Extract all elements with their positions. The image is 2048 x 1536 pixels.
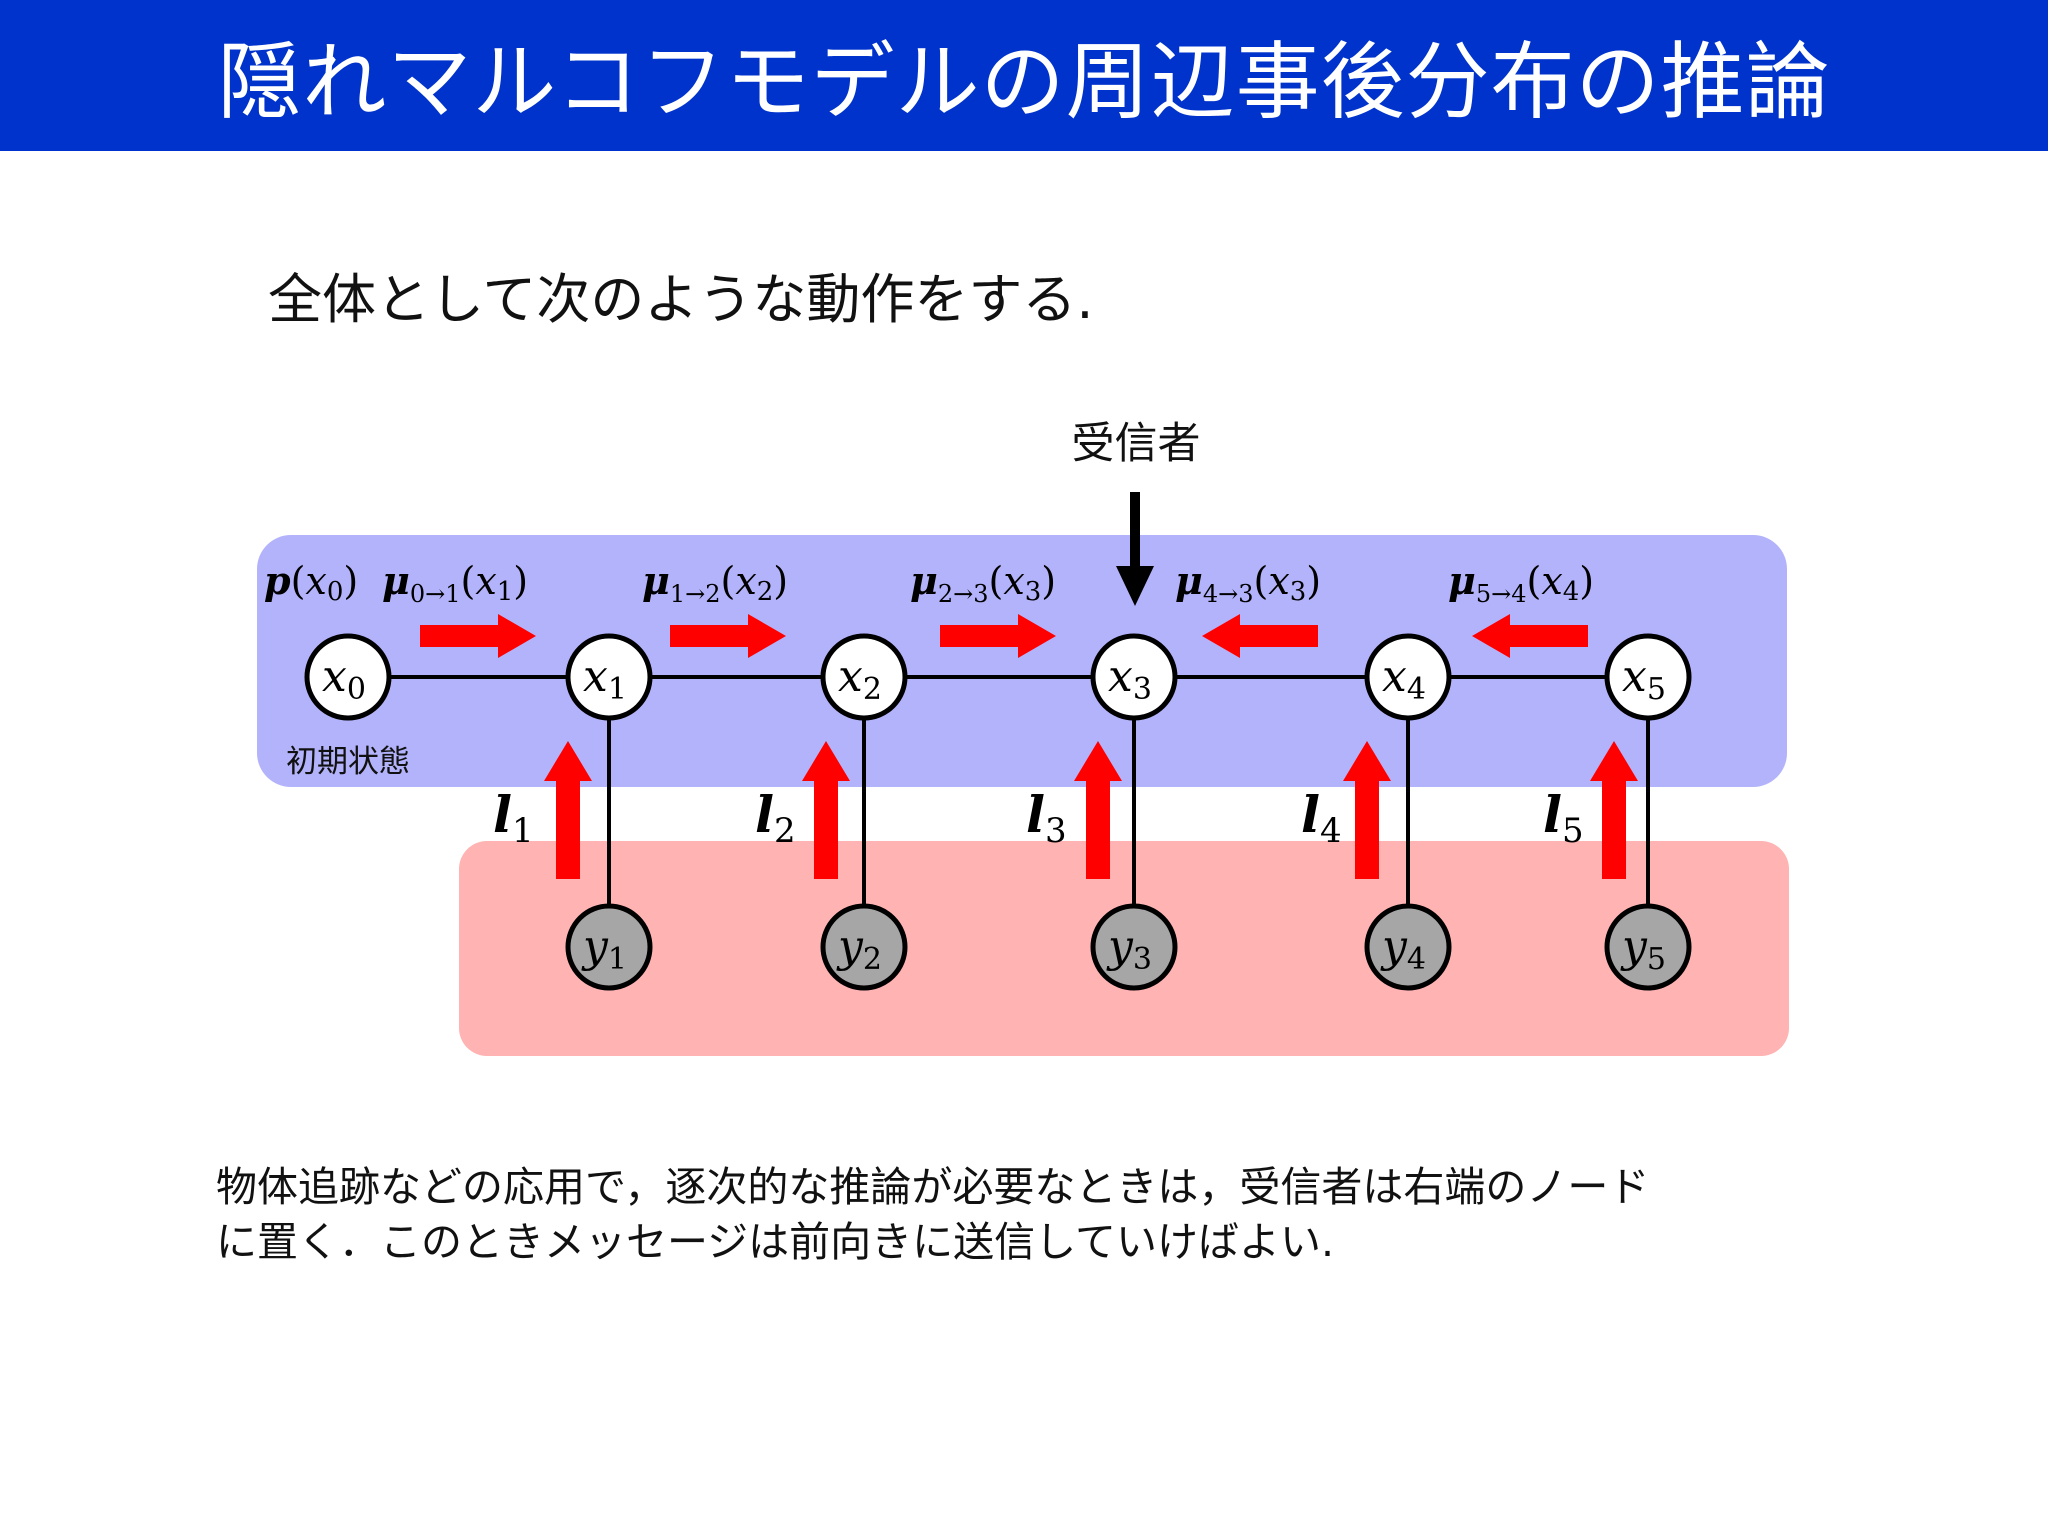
intro-text: 全体として次のような動作をする.: [268, 268, 1094, 331]
message-arrow-1: [420, 614, 536, 658]
hidden-node-x3-circle: [1090, 633, 1178, 721]
explanation-note: 物体追跡などの応用で，逐次的な推論が必要なときは，受信者は右端のノード に置く．…: [216, 1160, 1856, 1270]
likelihood-label-3: l3: [1026, 785, 1067, 851]
message-label-2→3: μ2→3(x3): [910, 558, 1056, 608]
observed-node-y5-label: y5: [1620, 921, 1666, 977]
observed-node-y5-circle: [1604, 903, 1692, 991]
hidden-node-x4: x4: [1364, 633, 1452, 721]
hidden-node-x2-circle: [820, 633, 908, 721]
hidden-node-x1-label: x1: [583, 651, 627, 707]
prior-label: p(x0): [264, 558, 358, 607]
message-label-4→3: μ4→3(x3): [1175, 558, 1321, 608]
likelihood-arrow-5: [1590, 741, 1638, 879]
likelihood-label-5: l5: [1543, 785, 1584, 851]
message-label-5→4: μ5→4(x4): [1448, 558, 1594, 608]
hidden-state-region: [257, 535, 1787, 787]
likelihood-label-4: l4: [1301, 785, 1342, 851]
observed-node-y1-circle: [565, 903, 653, 991]
hidden-node-x5-label: x5: [1622, 651, 1666, 707]
likelihood-label-2: l2: [755, 785, 796, 851]
observed-node-y2: y2: [820, 903, 908, 991]
likelihood-arrow-1: [544, 741, 592, 879]
message-arrow-2: [670, 614, 786, 658]
hidden-node-x0-label: x0: [322, 651, 366, 707]
observed-node-y1: y1: [565, 903, 653, 991]
hidden-node-x2-label: x2: [838, 651, 882, 707]
slide-title: 隠れマルコフモデルの周辺事後分布の推論: [0, 0, 2048, 151]
note-line-1: 物体追跡などの応用で，逐次的な推論が必要なときは，受信者は右端のノード: [216, 1163, 1650, 1211]
receiver-label: 受信者: [1072, 419, 1201, 469]
receiver-arrow-head: [1116, 566, 1154, 606]
hidden-node-x3: x3: [1090, 633, 1178, 721]
likelihood-arrow-4: [1343, 741, 1391, 879]
observed-node-y5: y5: [1604, 903, 1692, 991]
observed-node-y3-circle: [1090, 903, 1178, 991]
initial-state-label: 初期状態: [286, 744, 410, 780]
observed-node-y4-circle: [1364, 903, 1452, 991]
message-label-1→2: μ1→2(x2): [642, 558, 788, 608]
observed-node-y3: y3: [1090, 903, 1178, 991]
hidden-node-x4-label: x4: [1382, 651, 1426, 707]
hidden-node-x2: x2: [820, 633, 908, 721]
hidden-node-x5-circle: [1604, 633, 1692, 721]
observed-node-y4: y4: [1364, 903, 1452, 991]
hidden-node-x5: x5: [1604, 633, 1692, 721]
likelihood-arrow-3: [1074, 741, 1122, 879]
note-line-2: に置く．このときメッセージは前向きに送信していけばよい.: [216, 1218, 1334, 1266]
hidden-node-x1-circle: [565, 633, 653, 721]
message-arrow-5: [1472, 614, 1588, 658]
likelihood-arrow-2: [802, 741, 850, 879]
hidden-node-x1: x1: [565, 633, 653, 721]
message-label-0→1: μ0→1(x1): [382, 558, 528, 608]
hidden-node-x0: x0: [304, 633, 392, 721]
hidden-node-x0-circle: [304, 633, 392, 721]
message-arrow-3: [940, 614, 1056, 658]
observed-node-y2-circle: [820, 903, 908, 991]
message-arrow-4: [1202, 614, 1318, 658]
observed-node-y3-label: y3: [1106, 921, 1152, 977]
hidden-node-x3-label: x3: [1108, 651, 1152, 707]
observed-node-y1-label: y1: [581, 921, 627, 977]
observed-node-y4-label: y4: [1380, 921, 1426, 977]
observed-node-y2-label: y2: [836, 921, 882, 977]
hidden-node-x4-circle: [1364, 633, 1452, 721]
likelihood-label-1: l1: [493, 785, 534, 851]
